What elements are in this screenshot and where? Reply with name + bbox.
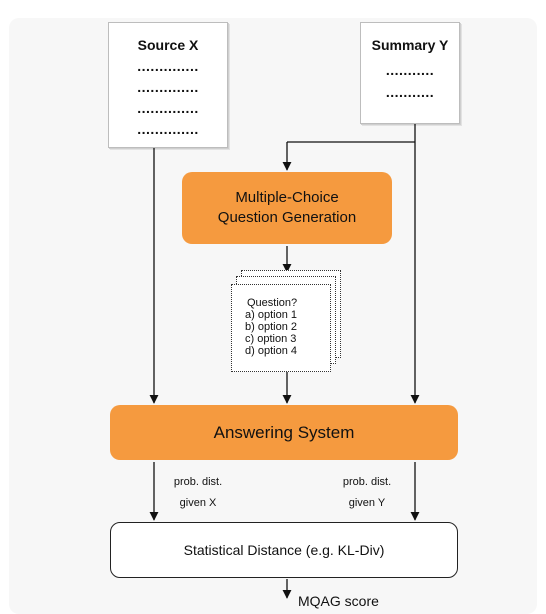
option-b: b) option 2 [245, 321, 297, 333]
answering-system-label: Answering System [213, 422, 355, 442]
answering-system-box: Answering System [110, 405, 458, 460]
source-line-2: .............. [137, 79, 199, 95]
question-text: Question? [247, 297, 298, 309]
statistical-distance-box: Statistical Distance (e.g. KL-Div) [110, 522, 458, 578]
question-card: Question? a) option 1 b) option 2 c) opt… [231, 284, 331, 372]
source-line-3: .............. [137, 100, 199, 116]
summary-line-1: ........... [385, 62, 435, 78]
prob-dist-left-line1: prob. dist. [173, 476, 223, 488]
option-d: d) option 4 [245, 345, 297, 357]
source-title: Source X [137, 37, 199, 53]
prob-dist-right-line2: given Y [348, 497, 386, 509]
summary-title: Summary Y [371, 37, 449, 53]
question-generation-box: Multiple-Choice Question Generation [182, 172, 392, 244]
prob-dist-left-line2: given X [179, 497, 217, 509]
summary-document: Summary Y ........... ........... [360, 22, 460, 124]
source-document: Source X .............. .............. .… [108, 22, 228, 148]
question-generation-label-1: Multiple-Choice [235, 189, 339, 206]
question-generation-label-2: Question Generation [217, 209, 357, 226]
option-c: c) option 3 [245, 333, 297, 345]
summary-line-2: ........... [385, 84, 435, 100]
source-line-1: .............. [137, 58, 199, 74]
option-a: a) option 1 [245, 309, 297, 321]
source-line-4: .............. [137, 121, 199, 137]
mqag-score-label: MQAG score [298, 593, 379, 609]
prob-dist-right-line1: prob. dist. [342, 476, 392, 488]
statistical-distance-label: Statistical Distance (e.g. KL-Div) [183, 542, 385, 558]
